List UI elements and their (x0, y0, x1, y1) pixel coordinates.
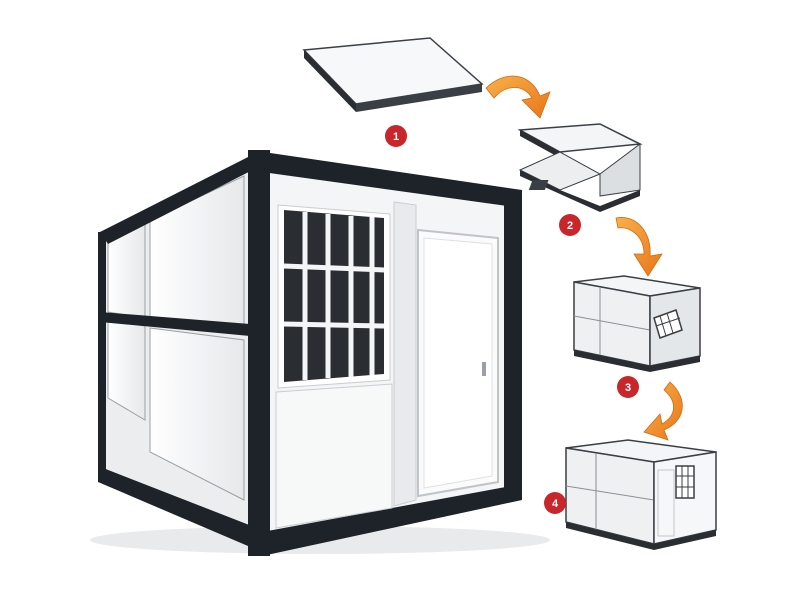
step-4-assembled (565, 439, 717, 550)
front-left-post (248, 150, 270, 556)
step-badge-1-text: 1 (393, 131, 399, 143)
front-top-beam (250, 150, 522, 208)
step-badge-2: 2 (559, 214, 581, 236)
step-2-window (528, 180, 549, 190)
step-badge-3-text: 3 (625, 382, 631, 394)
step-2-unfolding (517, 123, 643, 212)
window-glass (284, 210, 384, 382)
side-top-beam (100, 150, 272, 244)
side-panel-upper-right (149, 175, 245, 331)
arrow-step-1-to-2 (485, 75, 551, 119)
front-lower-panel (275, 383, 393, 529)
step-badge-4-text: 4 (552, 498, 559, 510)
front-bottom-beam (262, 484, 522, 556)
step-3-window (653, 309, 683, 339)
front-divider (393, 201, 417, 507)
door-handle (482, 362, 486, 376)
step-4-window (675, 465, 695, 499)
front-door (417, 228, 499, 498)
window-security-bars (283, 212, 385, 380)
curved-arrow-icon (485, 75, 683, 441)
side-panel-lower-right (149, 327, 245, 501)
step-badge-3: 3 (617, 376, 639, 398)
main-container-house (90, 150, 550, 556)
step-3-walls-raised (573, 275, 701, 372)
step-badge-4: 4 (544, 492, 566, 514)
front-right-post (504, 192, 522, 500)
step-4-door (657, 469, 675, 537)
step-badge-2-text: 2 (567, 220, 573, 232)
side-bottom-beam (98, 466, 262, 552)
front-window (277, 204, 391, 389)
rear-corner-post (98, 232, 106, 482)
side-mid-beam (100, 312, 250, 336)
arrow-step-2-to-3 (615, 217, 663, 277)
arrow-step-3-to-4 (643, 381, 683, 441)
step-badge-1: 1 (385, 125, 407, 147)
step-1-folded-flat (302, 37, 484, 112)
